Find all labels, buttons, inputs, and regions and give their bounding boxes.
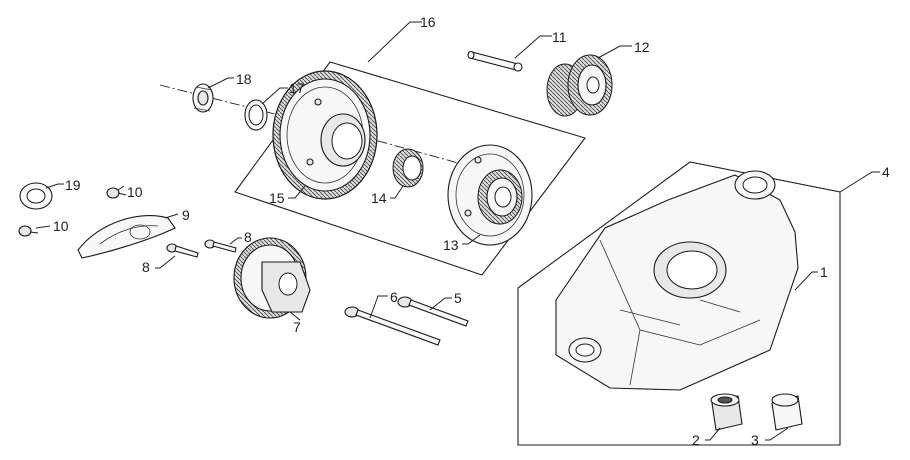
leader-10b xyxy=(35,225,51,229)
callout-17: 17 xyxy=(289,80,305,96)
callout-19: 19 xyxy=(65,177,81,193)
part-12-idle-gear xyxy=(546,54,613,117)
part-6-long-bolt xyxy=(344,306,441,346)
leader-2 xyxy=(705,427,721,441)
callout-18: 18 xyxy=(236,71,252,87)
leader-8b xyxy=(155,255,176,269)
leader-12 xyxy=(597,45,632,59)
callout-13: 13 xyxy=(443,237,459,253)
leader-10a xyxy=(117,185,125,191)
leader-9 xyxy=(164,213,179,219)
callout-14: 14 xyxy=(371,190,387,206)
part-17-washer xyxy=(244,99,268,131)
part-10-bolt-b xyxy=(18,225,39,237)
leader-5 xyxy=(429,297,452,311)
part-1-crankcase xyxy=(555,170,799,391)
part-8-bolt-b xyxy=(204,239,237,253)
part-18-nut xyxy=(192,83,214,113)
callout-10-a: 10 xyxy=(127,184,143,200)
part-13-starter-clutch xyxy=(447,144,533,246)
leader-3 xyxy=(765,427,789,441)
part-3-bushing xyxy=(771,393,803,431)
leader-16 xyxy=(367,21,422,63)
callout-8-b: 8 xyxy=(142,259,150,275)
part-8-bolt-a xyxy=(166,243,199,258)
callout-2: 2 xyxy=(692,432,700,448)
leader-11 xyxy=(514,35,552,59)
leader-4 xyxy=(839,171,880,193)
callout-1: 1 xyxy=(820,264,828,280)
callout-16: 16 xyxy=(420,14,436,30)
part-9-cover xyxy=(77,215,176,259)
callout-8-a: 8 xyxy=(244,229,252,245)
leader-13 xyxy=(462,234,481,245)
part-15-large-gear xyxy=(272,70,378,200)
part-10-bolt-a xyxy=(106,187,127,199)
callout-7: 7 xyxy=(293,319,301,335)
callout-5: 5 xyxy=(454,290,462,306)
part-11-pin xyxy=(467,50,523,72)
callout-11: 11 xyxy=(552,29,567,45)
part-2-bushing xyxy=(710,393,743,431)
callout-9: 9 xyxy=(182,207,190,223)
leader-19 xyxy=(45,183,64,189)
leader-15 xyxy=(288,185,306,199)
leader-17 xyxy=(261,87,288,105)
callout-12: 12 xyxy=(634,39,650,55)
callout-10-b: 10 xyxy=(53,218,69,234)
part-5-bolt xyxy=(397,296,469,327)
leader-7 xyxy=(289,311,301,321)
part-14-needle-bearing xyxy=(392,148,424,188)
leader-6 xyxy=(369,295,388,319)
callout-3: 3 xyxy=(751,432,759,448)
leader-1 xyxy=(794,271,818,291)
leader-8a xyxy=(229,237,242,245)
callout-15: 15 xyxy=(269,190,285,206)
part-19-oil-seal xyxy=(19,182,53,210)
part-7-oil-pump xyxy=(233,237,311,319)
leader-14 xyxy=(390,185,404,199)
leader-18 xyxy=(207,77,234,89)
group-frame-4 xyxy=(517,161,841,446)
callout-6: 6 xyxy=(390,289,398,305)
callout-4: 4 xyxy=(882,164,890,180)
